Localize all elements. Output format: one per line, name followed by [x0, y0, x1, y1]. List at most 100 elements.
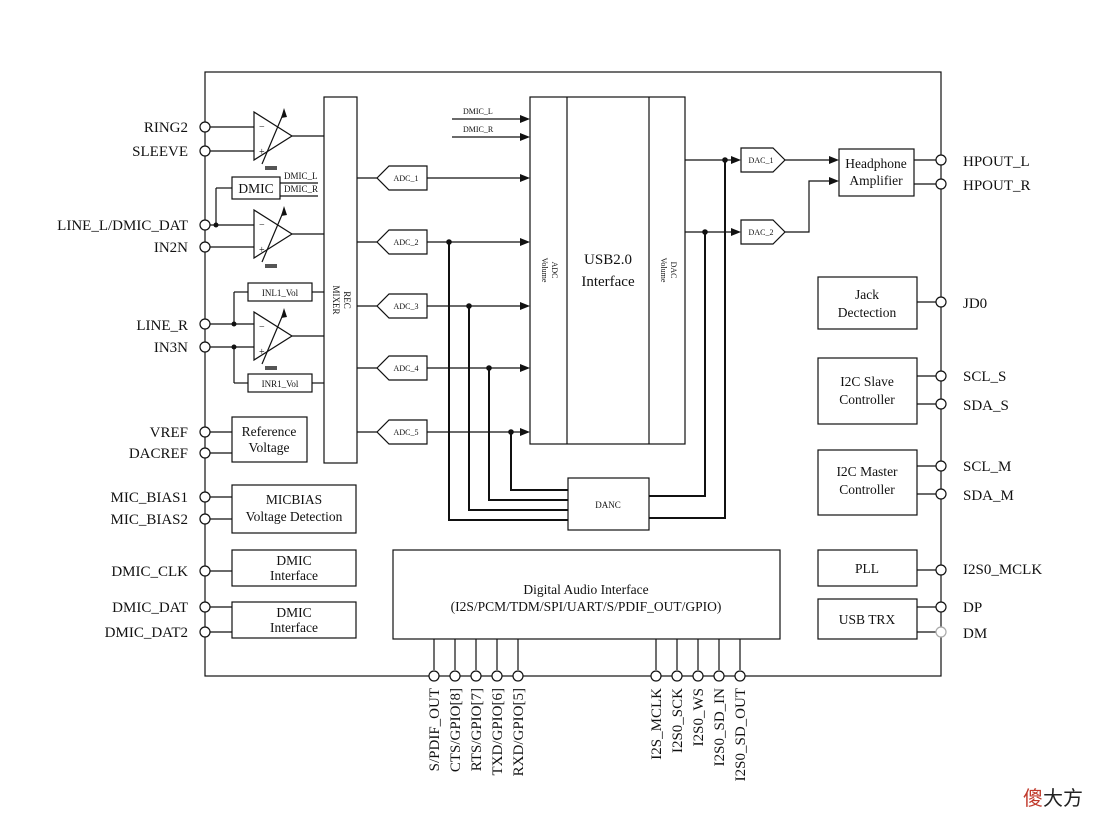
amp-3 [253, 310, 294, 362]
pin-scl-s [935, 370, 947, 382]
reference-voltage-label-1: Reference [242, 424, 297, 439]
jack-detection-label-2: Dectection [838, 305, 897, 320]
pin-label-scl-m: SCL_M [963, 459, 1011, 475]
dac-1-label: DAC_1 [749, 156, 774, 165]
rec-mixer-label-2: MIXER [331, 286, 341, 315]
pin-cts-gpio8 [449, 670, 461, 682]
pin-i2s0-mclk [935, 564, 947, 576]
dac-2-label: DAC_2 [749, 228, 774, 237]
adc-1-label: ADC_1 [394, 174, 419, 183]
pin-i2s0-ws [692, 670, 704, 682]
pin-line-r [199, 318, 211, 330]
pin-dmic-dat [199, 601, 211, 613]
dmic-interface-1-label-2: Interface [270, 568, 318, 583]
amp-2-gain-arrow [261, 209, 285, 263]
usb-interface-label-2: Interface [581, 274, 635, 290]
pin-label-line-r: LINE_R [136, 318, 188, 334]
pin-label-dp: DP [963, 600, 982, 616]
pin-line-l-dmic-dat [199, 219, 211, 231]
pin-label-line-l-dmic-dat: LINE_L/DMIC_DAT [57, 218, 188, 234]
adc-5-label: ADC_5 [394, 428, 419, 437]
pin-hpout-r [935, 178, 947, 190]
svg-text:+: + [259, 147, 265, 158]
pin-rts-gpio7 [470, 670, 482, 682]
usb-trx-block [817, 598, 918, 640]
pin-rxd-gpio5 [512, 670, 524, 682]
rec-mixer-label-1: REC [342, 291, 352, 309]
amp-1 [253, 110, 294, 162]
adc-4-label: ADC_4 [394, 364, 419, 373]
pin-mic-bias2 [199, 513, 211, 525]
left-pins: RING2 SLEEVE LINE_L/DMIC_DAT IN2N LINE_R… [57, 120, 211, 641]
pin-label-txd-gpio6: TXD/GPIO[6] [490, 688, 506, 776]
pin-label-dmic-dat: DMIC_DAT [112, 600, 188, 616]
pin-label-rxd-gpio5: RXD/GPIO[5] [511, 688, 527, 776]
pin-spdif-out [428, 670, 440, 682]
inl1-vol-label: INL1_Vol [262, 288, 299, 298]
pin-label-sleeve: SLEEVE [132, 144, 188, 160]
dmic-r-tap-label: DMIC_R [284, 184, 318, 194]
right-pins: HPOUT_L HPOUT_R JD0 SCL_S SDA_S SCL_M SD… [935, 154, 1042, 642]
pin-hpout-l [935, 154, 947, 166]
pin-txd-gpio6 [491, 670, 503, 682]
adc-2-label: ADC_2 [394, 238, 419, 247]
pin-in2n [199, 241, 211, 253]
pin-label-dm: DM [963, 626, 987, 642]
pin-scl-m [935, 460, 947, 472]
danc-label: DANC [595, 500, 621, 510]
headphone-amplifier-block [838, 148, 915, 197]
usb-trx-label: USB TRX [839, 612, 896, 627]
adc-volume-label-1: ADC [550, 262, 559, 279]
pin-label-dacref: DACREF [129, 446, 188, 462]
pin-label-sda-s: SDA_S [963, 398, 1009, 414]
svg-text:−: − [259, 322, 265, 333]
pll-block [817, 549, 918, 587]
pin-label-sda-m: SDA_M [963, 488, 1014, 504]
micbias-block [231, 484, 357, 534]
pin-label-rts-gpio7: RTS/GPIO[7] [469, 688, 485, 771]
pin-vref [199, 426, 211, 438]
dai-label-1: Digital Audio Interface [523, 582, 648, 597]
pin-i2s-mclk [650, 670, 662, 682]
micbias-label-1: MICBIAS [266, 492, 322, 507]
adc-3-label: ADC_3 [394, 302, 419, 311]
pin-label-i2s0-ws: I2S0_WS [691, 688, 707, 746]
headphone-amplifier-label-1: Headphone [845, 156, 906, 171]
i2c-slave-label-2: Controller [839, 392, 895, 407]
micbias-label-2: Voltage Detection [246, 509, 343, 524]
adc-to-usb-arrows: DMIC_L DMIC_R [427, 107, 530, 436]
i2c-master-label-1: I2C Master [836, 464, 898, 479]
pin-i2s0-sd-in [713, 670, 725, 682]
pll-label: PLL [855, 561, 879, 576]
dmic-interface-2-label-1: DMIC [276, 605, 311, 620]
pin-label-i2s0-sck: I2S0_SCK [670, 688, 686, 753]
pin-i2s0-sck [671, 670, 683, 682]
dac-2 [740, 219, 786, 245]
jack-detection-block [817, 276, 918, 330]
pin-label-jd0: JD0 [963, 296, 987, 312]
svg-text:+: + [259, 245, 265, 256]
i2c-master-block [817, 449, 918, 516]
bottom-pins: S/PDIF_OUT CTS/GPIO[8] RTS/GPIO[7] TXD/G… [427, 639, 749, 781]
dmic-interface-2 [231, 601, 357, 639]
i2c-slave-block [817, 357, 918, 425]
adc-group: ADC_1 ADC_2 ADC_3 ADC_4 ADC_5 [357, 165, 428, 445]
i2c-slave-label-1: I2C Slave [840, 374, 894, 389]
dmic-block-label: DMIC [238, 181, 273, 196]
pin-dp [935, 601, 947, 613]
pin-label-i2s0-sd-out: I2S0_SD_OUT [733, 688, 749, 781]
pin-dmic-dat2 [199, 626, 211, 638]
dai-label-2: (I2S/PCM/TDM/SPI/UART/S/PDIF_OUT/GPIO) [451, 599, 722, 614]
pin-jd0 [935, 296, 947, 308]
amp-1-gain-arrow [261, 111, 285, 165]
dmic-l-tap-label: DMIC_L [284, 171, 318, 181]
danc-bus: DANC [446, 157, 728, 531]
digital-audio-interface-block [392, 549, 781, 640]
pin-label-i2s0-mclk: I2S0_MCLK [963, 562, 1042, 578]
inr1-vol-label: INR1_Vol [262, 379, 299, 389]
adc-volume-label-2: Volume [540, 258, 549, 283]
usb-interface-label-1: USB2.0 [584, 252, 632, 268]
reference-voltage-label-2: Voltage [249, 440, 290, 455]
pin-ring2 [199, 121, 211, 133]
pin-label-i2s0-sd-in: I2S0_SD_IN [712, 688, 728, 767]
